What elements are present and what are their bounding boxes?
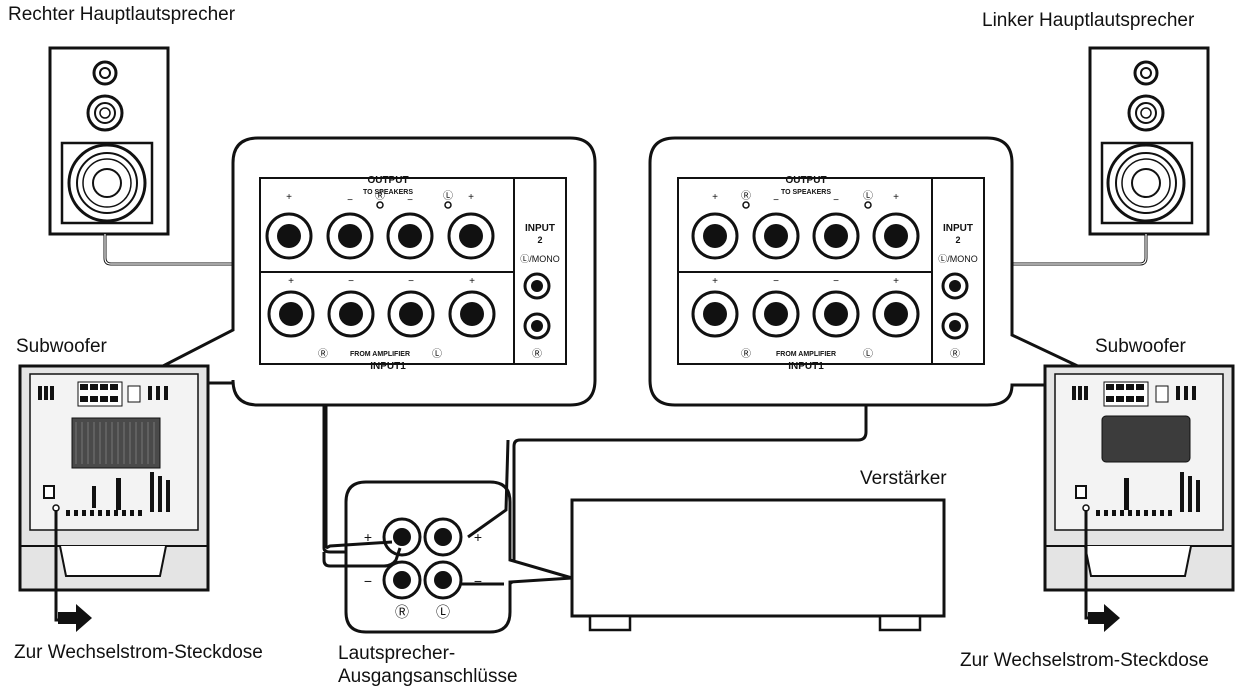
r-label: Ⓡ bbox=[741, 348, 751, 360]
minus-label: − bbox=[348, 276, 354, 287]
minus-label: − bbox=[407, 195, 413, 206]
input1-label: INPUT1 bbox=[788, 361, 824, 372]
amplifier-label: Verstärker bbox=[860, 468, 947, 489]
speaker-terminals-line2: Ausgangsanschlüsse bbox=[338, 666, 518, 687]
minus-label: − bbox=[474, 573, 482, 589]
plus-label: + bbox=[474, 529, 482, 545]
plus-label: + bbox=[286, 192, 292, 203]
minus-label: − bbox=[347, 195, 353, 206]
output-label: OUTPUT bbox=[367, 175, 408, 186]
amp-terminal-labels: + + − − Ⓡ Ⓛ bbox=[364, 529, 482, 620]
to-speakers-label: TO SPEAKERS bbox=[781, 189, 831, 196]
minus-label: − bbox=[364, 573, 372, 589]
left-main-speaker-label: Linker Hauptlautsprecher bbox=[982, 10, 1195, 31]
ac-outlet-left-label: Zur Wechselstrom-Steckdose bbox=[14, 642, 263, 663]
plus-label: + bbox=[712, 192, 718, 203]
input2-num-label: 2 bbox=[955, 235, 960, 245]
plus-label: + bbox=[893, 276, 899, 287]
speaker-terminals-label: Lautsprecher- Ausgangsanschlüsse bbox=[338, 642, 518, 688]
r-label: Ⓡ bbox=[318, 348, 328, 360]
minus-label: − bbox=[773, 276, 779, 287]
input2-label: INPUT bbox=[943, 223, 973, 234]
plus-label: + bbox=[468, 192, 474, 203]
amplifier bbox=[570, 498, 946, 632]
l-label: Ⓛ bbox=[436, 604, 450, 620]
ac-outlet-right-label: Zur Wechselstrom-Steckdose bbox=[960, 650, 1209, 671]
l-label: Ⓛ bbox=[432, 348, 442, 360]
minus-label: − bbox=[833, 195, 839, 206]
panel-text-left: OUTPUT TO SPEAKERS + Ⓡ − − Ⓛ + INPUT 2 Ⓛ… bbox=[712, 175, 978, 372]
left-main-speaker bbox=[1088, 46, 1210, 236]
r-label: Ⓡ bbox=[950, 348, 960, 360]
mono-label: Ⓛ/MONO bbox=[938, 254, 978, 264]
l-label: Ⓛ bbox=[863, 190, 873, 202]
plus-label: + bbox=[364, 529, 372, 545]
input2-label: INPUT bbox=[525, 223, 555, 234]
subwoofer-left bbox=[18, 364, 210, 592]
l-label: Ⓛ bbox=[443, 190, 453, 202]
r-label: Ⓡ bbox=[395, 604, 409, 620]
input2-num-label: 2 bbox=[537, 235, 542, 245]
minus-label: − bbox=[833, 276, 839, 287]
to-speakers-label: TO SPEAKERS bbox=[363, 189, 413, 196]
mono-label: Ⓛ/MONO bbox=[520, 254, 560, 264]
panel-text-right: OUTPUT TO SPEAKERS + Ⓡ − − Ⓛ + INPUT 2 Ⓛ… bbox=[286, 175, 560, 372]
r-label: Ⓡ bbox=[741, 190, 751, 202]
terminal-block-right bbox=[259, 177, 567, 365]
amp-terminal-callout bbox=[344, 480, 573, 634]
subwoofer-right-label: Subwoofer bbox=[1095, 336, 1186, 357]
speaker-terminals-line1: Lautsprecher- bbox=[338, 643, 456, 664]
from-amplifier-label: FROM AMPLIFIER bbox=[350, 351, 410, 358]
minus-label: − bbox=[773, 195, 779, 206]
plus-label: + bbox=[288, 276, 294, 287]
output-label: OUTPUT bbox=[785, 175, 826, 186]
subwoofer-right bbox=[1043, 364, 1235, 592]
terminal-block-left bbox=[677, 177, 985, 365]
plus-label: + bbox=[893, 192, 899, 203]
from-amplifier-label: FROM AMPLIFIER bbox=[776, 351, 836, 358]
subwoofer-left-label: Subwoofer bbox=[16, 336, 107, 357]
right-main-speaker bbox=[48, 46, 170, 236]
right-main-speaker-label: Rechter Hauptlautsprecher bbox=[8, 4, 236, 25]
r-label: Ⓡ bbox=[532, 348, 542, 360]
l-label: Ⓛ bbox=[863, 348, 873, 360]
input1-label: INPUT1 bbox=[370, 361, 406, 372]
r-label: Ⓡ bbox=[375, 190, 385, 202]
amp-wires bbox=[322, 439, 510, 586]
plus-label: + bbox=[712, 276, 718, 287]
ac-power-cords bbox=[54, 510, 1120, 632]
minus-label: − bbox=[408, 276, 414, 287]
plus-label: + bbox=[469, 276, 475, 287]
